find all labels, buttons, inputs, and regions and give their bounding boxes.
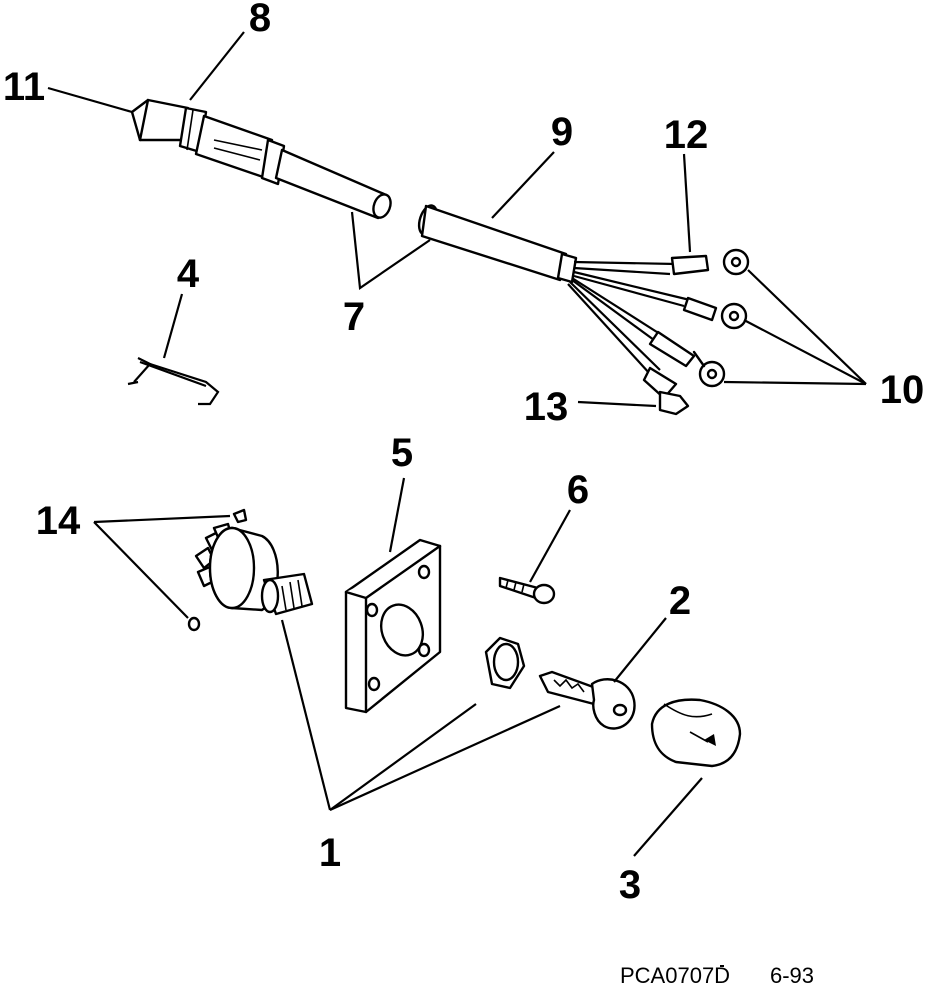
switch-nut xyxy=(484,636,526,690)
callout-5: 5 xyxy=(391,431,413,475)
callout-8: 8 xyxy=(249,0,271,40)
harness-connector-end xyxy=(130,98,392,220)
terminal-screws xyxy=(187,508,248,632)
callout-2: 2 xyxy=(669,579,691,623)
callout-numbers: 8 11 9 12 4 7 10 13 5 6 14 2 1 3 xyxy=(3,0,924,907)
callout-7: 7 xyxy=(343,295,365,339)
callout-13: 13 xyxy=(524,385,569,429)
key-cap xyxy=(650,698,742,768)
callout-6: 6 xyxy=(567,468,589,512)
callout-3: 3 xyxy=(619,863,641,907)
ignition-switch xyxy=(194,522,314,616)
callout-10: 10 xyxy=(880,368,925,412)
figure-caption: PCA0707D 6-93 xyxy=(620,963,814,986)
mounting-screw xyxy=(498,576,556,605)
leader-lines xyxy=(47,31,867,857)
callout-4: 4 xyxy=(177,252,200,296)
caption-date: 6-93 xyxy=(770,963,814,986)
callout-12: 12 xyxy=(664,113,709,157)
speck xyxy=(720,965,724,967)
retaining-clip xyxy=(127,357,220,406)
callout-14: 14 xyxy=(36,499,81,543)
harness-lead-end xyxy=(417,204,750,416)
ignition-key xyxy=(538,670,636,730)
callout-1: 1 xyxy=(319,831,341,875)
mounting-plate xyxy=(344,538,442,714)
caption-code: PCA0707D xyxy=(620,963,730,986)
callout-11: 11 xyxy=(3,65,45,109)
callout-9: 9 xyxy=(551,110,573,154)
